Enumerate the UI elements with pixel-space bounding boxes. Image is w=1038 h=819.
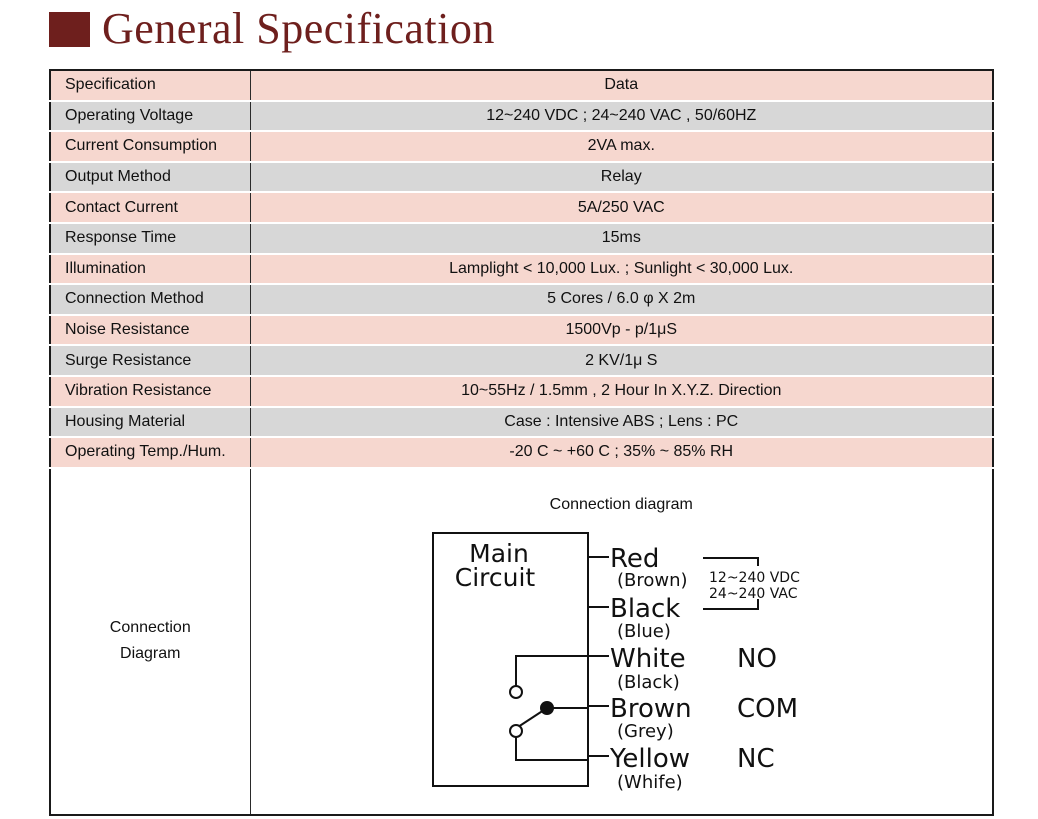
- table-row: Illumination Lamplight < 10,000 Lux. ; S…: [49, 253, 994, 286]
- table-row: Connection Method 5 Cores / 6.0 φ X 2m: [49, 283, 994, 316]
- row-value: -20 C ~ +60 C ; 35% ~ 85% RH: [249, 436, 994, 469]
- table-row: Vibration Resistance 10~55Hz / 1.5mm , 2…: [49, 375, 994, 408]
- row-key: Connection Method: [49, 283, 251, 316]
- row-value: 5 Cores / 6.0 φ X 2m: [249, 283, 994, 316]
- connection-diagram-cell: Connection diagram Main Circuit: [249, 467, 994, 816]
- row-value: 5A/250 VAC: [249, 191, 994, 224]
- table-row: Surge Resistance 2 KV/1μ S: [49, 344, 994, 377]
- wire-label-black: Black: [610, 594, 680, 624]
- wire-label-white: White: [610, 644, 686, 674]
- wire-label-red: Red: [610, 544, 659, 574]
- table-row: Contact Current 5A/250 VAC: [49, 191, 994, 224]
- wire-sub-brown: (Grey): [617, 721, 674, 742]
- no-contact-terminal-icon: [508, 684, 523, 699]
- table-row: Housing Material Case : Intensive ABS ; …: [49, 406, 994, 439]
- header-key: Specification: [49, 69, 251, 102]
- contact-label-no: NO: [737, 644, 777, 674]
- wire-label-yellow: Yellow: [609, 744, 690, 774]
- row-value: 12~240 VDC ; 24~240 VAC , 50/60HZ: [249, 100, 994, 133]
- nc-contact-line: [514, 736, 588, 761]
- row-value: 10~55Hz / 1.5mm , 2 Hour In X.Y.Z. Direc…: [249, 375, 994, 408]
- diagram-title: Connection diagram: [549, 495, 693, 513]
- table-row: Response Time 15ms: [49, 222, 994, 255]
- wire-sub-red: (Brown): [617, 570, 688, 591]
- wire-label-brown: Brown: [610, 694, 692, 724]
- row-value: Relay: [249, 161, 994, 194]
- table-row: Noise Resistance 1500Vp - p/1μS: [49, 314, 994, 347]
- spec-table: Specification Data Operating Voltage 12~…: [49, 69, 994, 816]
- row-key: Operating Temp./Hum.: [49, 436, 251, 469]
- connection-diagram-row: Connection Diagram Connection diagram Ma…: [49, 467, 994, 816]
- nc-contact-terminal-icon: [508, 723, 523, 738]
- row-key: Housing Material: [49, 406, 251, 439]
- row-key: Surge Resistance: [49, 344, 251, 377]
- box-line2: Circuit: [454, 563, 535, 592]
- wire-sub-black: (Blue): [617, 621, 671, 642]
- row-key: Operating Voltage: [49, 100, 251, 133]
- main-circuit-box: [431, 531, 589, 787]
- switch-arm-line: [516, 706, 548, 728]
- page-title: General Specification: [102, 4, 495, 53]
- row-value: Lamplight < 10,000 Lux. ; Sunlight < 30,…: [249, 253, 994, 286]
- table-row: Current Consumption 2VA max.: [49, 130, 994, 163]
- supply-line1: 12~240 VDC: [709, 570, 800, 586]
- supply-bracket-top: [702, 556, 759, 566]
- box-line1: Main: [469, 539, 529, 568]
- row-key: Current Consumption: [49, 130, 251, 163]
- table-row: Output Method Relay: [49, 161, 994, 194]
- row-key: Output Method: [49, 161, 251, 194]
- connection-key-line1: Connection: [109, 619, 191, 637]
- table-header-row: Specification Data: [49, 69, 994, 102]
- row-key: Noise Resistance: [49, 314, 251, 347]
- row-value: 2 KV/1μ S: [249, 344, 994, 377]
- supply-line2: 24~240 VAC: [709, 586, 798, 602]
- wire-sub-yellow: (Whife): [617, 772, 683, 793]
- no-contact-line: [514, 654, 588, 688]
- header-value: Data: [249, 69, 994, 102]
- row-value: 15ms: [249, 222, 994, 255]
- wire-sub-white: (Black): [617, 672, 680, 693]
- row-key: Illumination: [49, 253, 251, 286]
- row-key: Vibration Resistance: [49, 375, 251, 408]
- contact-label-com: COM: [737, 694, 798, 724]
- page-heading: General Specification: [49, 4, 495, 54]
- table-row: Operating Voltage 12~240 VDC ; 24~240 VA…: [49, 100, 994, 133]
- row-value: 1500Vp - p/1μS: [249, 314, 994, 347]
- row-key: Response Time: [49, 222, 251, 255]
- row-key: Contact Current: [49, 191, 251, 224]
- heading-square-marker: [49, 11, 90, 47]
- supply-bracket-bottom: [702, 598, 759, 610]
- table-row: Operating Temp./Hum. -20 C ~ +60 C ; 35%…: [49, 436, 994, 469]
- wiring-diagram: Main Circuit: [431, 531, 800, 793]
- row-value: 2VA max.: [249, 130, 994, 163]
- row-value: Case : Intensive ABS ; Lens : PC: [249, 406, 994, 439]
- contact-label-nc: NC: [737, 744, 775, 774]
- connection-key-line2: Diagram: [120, 645, 181, 663]
- connection-diagram-key: Connection Diagram: [49, 467, 251, 816]
